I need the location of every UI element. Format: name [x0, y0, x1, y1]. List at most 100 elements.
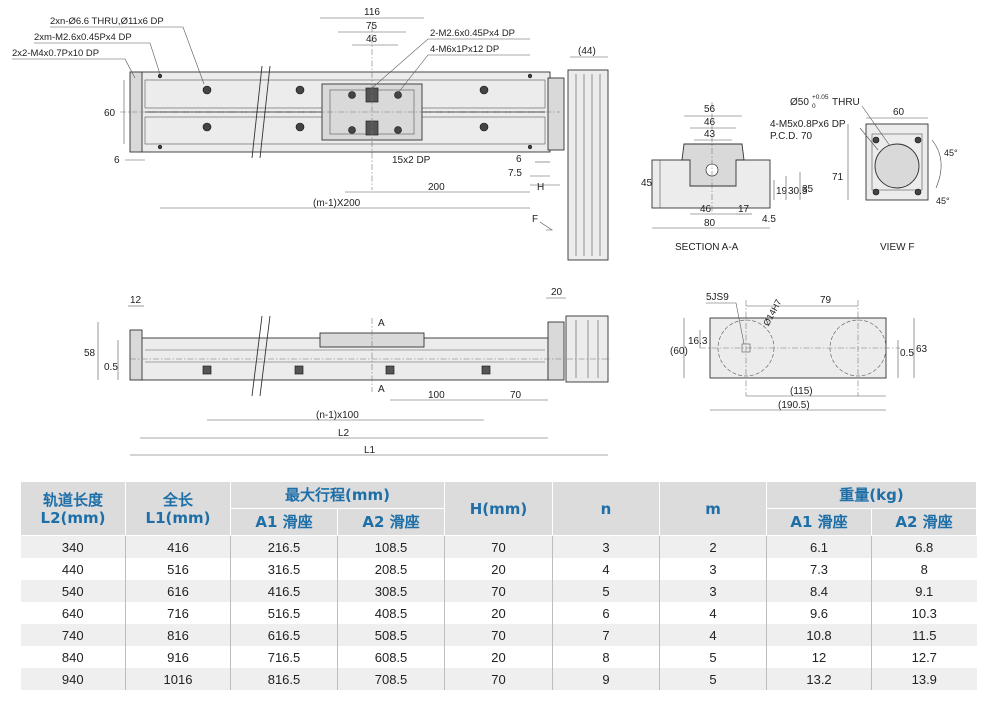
dim-190-5: (190.5)	[778, 400, 810, 411]
cell-rail-length: 940	[20, 668, 126, 690]
dim-6-left: 6	[114, 155, 120, 166]
cell-weight-a1: 10.8	[766, 624, 872, 646]
header-n: n	[552, 481, 661, 536]
dim-45: 45	[641, 178, 653, 189]
cell-weight-a1: 7.3	[766, 558, 872, 580]
header-h: H(mm)	[444, 481, 554, 536]
dim-7-5: 7.5	[508, 168, 522, 179]
cell-weight-a2: 8	[871, 558, 977, 580]
cell-stroke-a2: 708.5	[336, 668, 445, 690]
cell-m: 4	[659, 602, 767, 624]
dim-view-f-71: 71	[832, 172, 844, 183]
dim-19: 19	[776, 186, 788, 197]
side-view-end-block	[129, 329, 143, 381]
dim-75: 75	[366, 21, 378, 32]
cell-n: 8	[552, 646, 660, 668]
callout-thru-holes: 2xn-Ø6.6 THRU,Ø11x6 DP	[50, 16, 164, 27]
cell-n: 9	[552, 668, 660, 690]
cell-h: 70	[444, 535, 553, 558]
dim-100: 100	[428, 390, 445, 401]
cell-total-length: 1016	[125, 668, 231, 690]
view-f-bore	[874, 143, 920, 189]
dim-12: 12	[130, 295, 142, 306]
cell-stroke-a1: 416.5	[230, 580, 338, 602]
dim-l1: L1	[364, 445, 376, 456]
top-view-motor-flange	[547, 77, 565, 151]
cell-stroke-a1: 616.5	[230, 624, 338, 646]
header-total-length: 全长 L1(mm)	[125, 481, 231, 536]
cell-n: 4	[552, 558, 660, 580]
dim-pitch: (m-1)X200	[313, 198, 361, 209]
header-weight-a1: A1 滑座	[766, 508, 873, 536]
dim-16-3: 16.3	[688, 336, 708, 347]
dim-n-pitch: (n-1)x100	[316, 410, 359, 421]
dim-20: 20	[551, 287, 563, 298]
top-view: 2xn-Ø6.6 THRU,Ø11x6 DP 2xm-M2.6x0.45Px4 …	[12, 7, 609, 261]
dim-46: 46	[366, 34, 378, 45]
cell-stroke-a1: 516.5	[230, 602, 338, 624]
cell-stroke-a2: 308.5	[336, 580, 445, 602]
dim-17: 17	[738, 204, 750, 215]
cell-stroke-a1: 216.5	[230, 535, 338, 558]
header-weight: 重量(kg)	[766, 481, 978, 509]
callout-pcd: P.C.D. 70	[770, 131, 812, 142]
end-view: 5JS9 Ø14H7 79 (60) 16.3 0.5 63 (115) (19…	[670, 292, 928, 411]
side-view: 12 20 58 0.5 A A 100 70 (n-1)x100 L2 L1	[84, 287, 610, 456]
header-stroke-a1: A1 滑座	[230, 508, 338, 536]
dim-56: 56	[704, 104, 716, 115]
cell-h: 20	[444, 602, 553, 624]
cell-rail-length: 840	[20, 646, 126, 668]
header-max-stroke: 最大行程(mm)	[229, 481, 446, 509]
cell-weight-a2: 9.1	[871, 580, 977, 602]
dim-80: 80	[704, 218, 716, 229]
cell-n: 5	[552, 580, 660, 602]
dim-6-right: 6	[516, 154, 522, 165]
cell-m: 5	[659, 668, 767, 690]
mounting-hole	[202, 85, 212, 95]
dim-view-f-60: 60	[893, 107, 905, 118]
dim-h: H	[537, 182, 544, 193]
cell-total-length: 916	[125, 646, 231, 668]
dim-70: 70	[510, 390, 522, 401]
dim-60: 60	[104, 108, 116, 119]
dim-63: 63	[916, 344, 928, 355]
section-a-a-title: SECTION A-A	[675, 242, 739, 253]
cell-weight-a1: 13.2	[766, 668, 872, 690]
cell-h: 20	[444, 558, 553, 580]
dim-15x2: 15x2 DP	[392, 155, 431, 166]
cell-weight-a1: 8.4	[766, 580, 872, 602]
cell-h: 70	[444, 624, 553, 646]
cell-stroke-a1: 816.5	[230, 668, 338, 690]
angle-45-upper: 45°	[944, 148, 958, 158]
cell-weight-a1: 9.6	[766, 602, 872, 624]
cell-n: 7	[552, 624, 660, 646]
cell-total-length: 516	[125, 558, 231, 580]
callout-bore-tol-upper: +0.05	[812, 94, 829, 101]
cell-total-length: 816	[125, 624, 231, 646]
cell-stroke-a1: 316.5	[230, 558, 338, 580]
cell-m: 5	[659, 646, 767, 668]
cell-weight-a2: 11.5	[871, 624, 977, 646]
dim-l2: L2	[338, 428, 350, 439]
dim-43: 43	[704, 129, 716, 140]
cell-h: 70	[444, 580, 553, 602]
cell-h: 20	[444, 646, 553, 668]
cell-stroke-a1: 716.5	[230, 646, 338, 668]
technical-drawing: 2xn-Ø6.6 THRU,Ø11x6 DP 2xm-M2.6x0.45Px4 …	[12, 7, 958, 456]
side-view-motor-flange	[547, 321, 565, 381]
cell-weight-a2: 12.7	[871, 646, 977, 668]
cell-rail-length: 440	[20, 558, 126, 580]
header-rail-length: 轨道长度 L2(mm)	[20, 481, 126, 536]
cell-stroke-a2: 108.5	[336, 535, 445, 558]
dim-115: (115)	[790, 386, 813, 397]
callout-slider-m26: 2-M2.6x0.45Px4 DP	[430, 28, 515, 39]
callout-m4-holes: 2x2-M4x0.7Px10 DP	[12, 48, 99, 59]
angle-45-lower: 45°	[936, 196, 950, 206]
dim-5js9: 5JS9	[706, 292, 729, 303]
